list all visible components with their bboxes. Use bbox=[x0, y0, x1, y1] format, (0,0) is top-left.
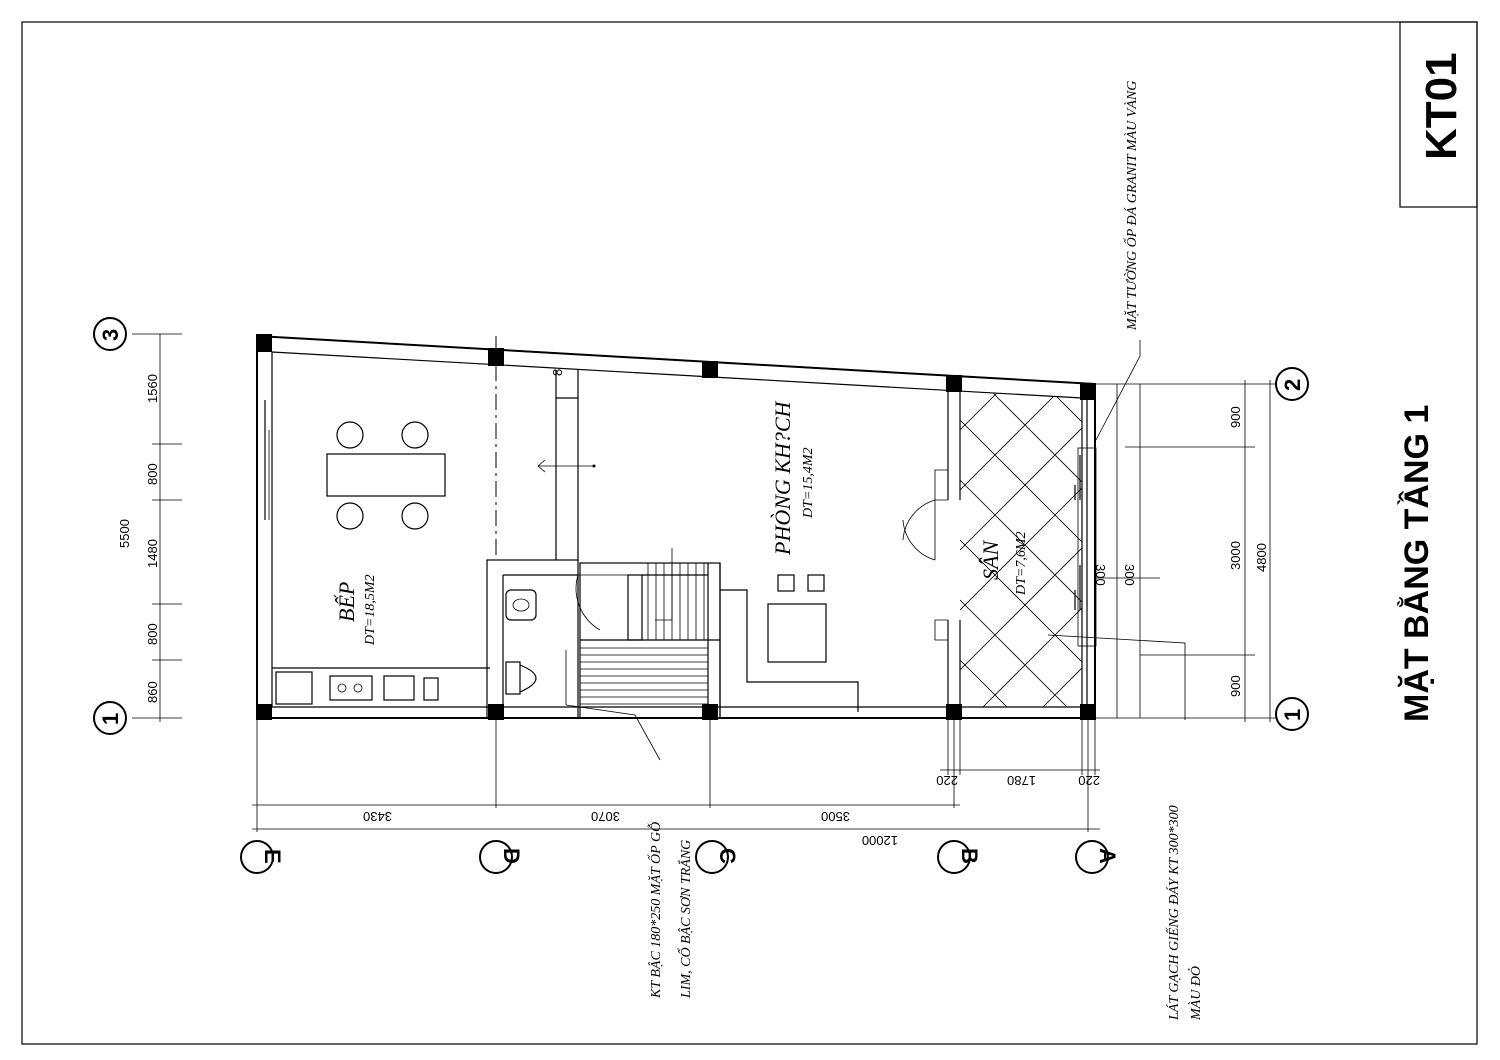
dim-bottom-total: 12000 bbox=[862, 833, 898, 848]
axis-2: 2 bbox=[1280, 379, 1305, 391]
yard-area: DT=7,6M2 bbox=[1014, 531, 1029, 596]
yard-tile-pattern bbox=[960, 392, 1082, 707]
dim-left-4: 800 bbox=[145, 623, 160, 645]
right-dimensions bbox=[1095, 380, 1290, 722]
dim-right-small-2: 300 bbox=[1122, 564, 1137, 586]
dim-bottom-2: 3070 bbox=[591, 809, 620, 824]
kitchen-area: DT=18,5M2 bbox=[363, 574, 378, 646]
top-wall-outer bbox=[256, 335, 1096, 385]
stair-step-number: 8 bbox=[550, 369, 565, 376]
axis-1-right-bubble bbox=[1275, 697, 1309, 731]
dim-right-1: 900 bbox=[1228, 406, 1243, 428]
dim-right-small-1: 300 bbox=[1093, 564, 1108, 586]
kitchen-counter bbox=[272, 667, 490, 705]
dim-yard-2: 1780 bbox=[1007, 773, 1036, 788]
axis-a: A bbox=[1095, 848, 1120, 864]
dim-left-3: 1480 bbox=[145, 539, 160, 568]
entrance-door bbox=[902, 469, 948, 641]
dim-yard-1: 220 bbox=[936, 773, 958, 788]
axis-e: E bbox=[260, 849, 285, 864]
dim-right-2: 3000 bbox=[1228, 541, 1243, 570]
axis-3: 3 bbox=[98, 329, 123, 341]
structural-columns bbox=[256, 334, 1096, 720]
wall-note-leader bbox=[1095, 340, 1141, 441]
dim-yard-3: 220 bbox=[1078, 773, 1100, 788]
stair-note-line1: KT BẬC 180*250 MẶT ỐP GỖ bbox=[646, 822, 664, 999]
kitchen-name: BẾP bbox=[334, 582, 359, 622]
living-area: DT=15,4M2 bbox=[801, 447, 816, 519]
floor-note-line1: LÁT GẠCH GIẾNG ĐÁY KT 300*300 bbox=[1165, 805, 1182, 1021]
living-furniture bbox=[767, 574, 827, 663]
toilet-sink bbox=[505, 589, 537, 621]
left-dimensions bbox=[132, 333, 182, 722]
yard-name: SÂN bbox=[978, 540, 1003, 580]
dim-left-2: 800 bbox=[145, 463, 160, 485]
sheet-code: KT01 bbox=[1417, 52, 1466, 160]
axis-1-right: 1 bbox=[1280, 709, 1305, 721]
floor-note-line2: MÀU ĐỎ bbox=[1187, 966, 1204, 1021]
axis-c: C bbox=[715, 848, 740, 864]
front-gate bbox=[1074, 384, 1097, 718]
dining-set bbox=[326, 421, 446, 530]
floor-note-leader bbox=[1047, 634, 1186, 720]
bottom-dimensions bbox=[252, 718, 1100, 832]
axis-3-bubble bbox=[93, 317, 127, 351]
dim-bottom-3: 3500 bbox=[821, 809, 850, 824]
column-axes bbox=[240, 840, 1109, 874]
stair-note-line2: LIM, CỔ BẬC SƠN TRẮNG bbox=[676, 840, 694, 999]
stair-note-leader bbox=[565, 704, 661, 761]
axis-1-left: 1 bbox=[98, 713, 123, 725]
sheet-title: MẶT BẰNG TẦNG 1 bbox=[1398, 405, 1436, 722]
axis-1-left-bubble bbox=[93, 701, 127, 735]
axis-2-bubble bbox=[1275, 367, 1309, 401]
wall-note: MẶT TƯỜNG ỐP ĐÁ GRANIT MÀU VÀNG bbox=[1122, 81, 1140, 331]
dim-left-total: 5500 bbox=[117, 519, 132, 548]
toilet-bowl bbox=[505, 661, 521, 695]
toilet-block bbox=[486, 559, 579, 719]
sheet-border bbox=[21, 21, 1478, 1045]
axis-d: D bbox=[499, 848, 524, 864]
dim-right-3: 900 bbox=[1228, 675, 1243, 697]
living-name: PHÒNG KH?CH bbox=[770, 400, 795, 556]
dim-right-total: 4800 bbox=[1254, 543, 1269, 572]
living-counter bbox=[720, 589, 859, 712]
dim-bottom-1: 3430 bbox=[363, 809, 392, 824]
dim-left-1: 1560 bbox=[145, 374, 160, 403]
dim-left-5: 860 bbox=[145, 681, 160, 703]
axis-b: B bbox=[957, 848, 982, 864]
sheet-code-box bbox=[1399, 21, 1478, 208]
staircase bbox=[565, 548, 721, 719]
